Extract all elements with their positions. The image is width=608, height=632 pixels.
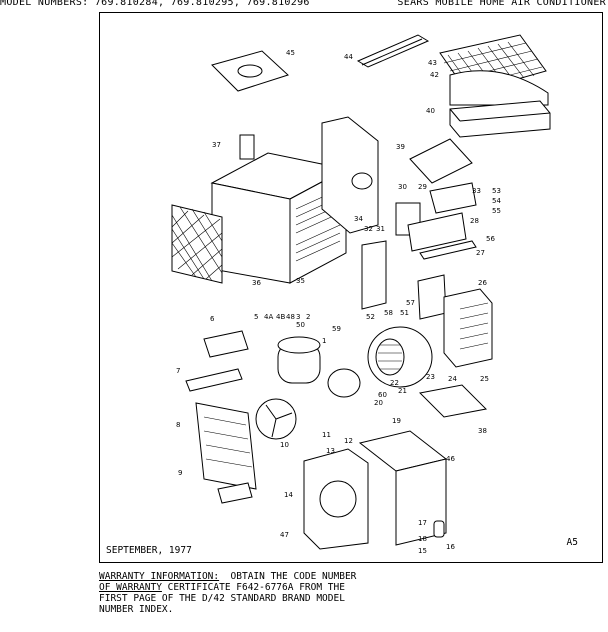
callout: 46 — [446, 455, 455, 463]
callout: 8 — [176, 421, 180, 429]
callout: 31 — [376, 225, 385, 233]
parts-diagram-frame: 45 44 43 42 40 37 35 36 39 34 33 32 31 3… — [99, 12, 603, 563]
model-numbers-header: MODEL NUMBERS: 769.810284, 769.810295, 7… — [0, 0, 310, 8]
part-42-curved-panel — [449, 70, 549, 106]
part-8-condenser-coil — [195, 402, 257, 490]
callout-labels: 45 44 43 42 40 37 35 36 39 34 33 32 31 3… — [176, 49, 501, 555]
page-identifier: A5 — [566, 537, 578, 548]
callout: 28 — [470, 217, 479, 225]
callout: 59 — [332, 325, 341, 333]
part-6-base-rail — [185, 330, 249, 392]
callout: 32 — [364, 225, 373, 233]
callout: 15 — [418, 547, 427, 555]
part-9-tray — [217, 482, 253, 504]
warranty-text: CERTIFICATE F642-6776A FROM THE — [161, 582, 345, 593]
callout: 51 — [400, 309, 409, 317]
part-33-top-cover — [409, 138, 473, 184]
callout: 37 — [212, 141, 221, 149]
callout: 4A — [264, 313, 273, 321]
callout: 52 — [366, 313, 375, 321]
part-32-side-panel — [361, 240, 387, 310]
callout: 19 — [392, 417, 401, 425]
callout: 14 — [284, 491, 293, 499]
callout: 13 — [326, 447, 335, 455]
callout: 27 — [476, 249, 485, 257]
part-38-drain-pan — [418, 384, 488, 418]
callout: 26 — [478, 279, 487, 287]
callout: 47 — [280, 531, 289, 539]
callout: 34 — [354, 215, 363, 223]
callout: 9 — [178, 469, 182, 477]
callout: 39 — [396, 143, 405, 151]
warranty-text: NUMBER INDEX. — [99, 604, 174, 615]
warranty-text: FIRST PAGE OF THE D/42 STANDARD BRAND MO… — [99, 593, 345, 604]
callout: 43 — [428, 59, 437, 67]
callout: 1 — [322, 337, 326, 345]
part-40-drain-tray — [449, 100, 551, 138]
callout: 55 — [492, 207, 501, 215]
callout: 25 — [480, 375, 489, 383]
part-44-rail — [356, 34, 430, 68]
callout: 4B — [276, 313, 285, 321]
callout: 48 — [286, 313, 295, 321]
callout: 30 — [398, 183, 407, 191]
part-34-back-panel — [321, 116, 379, 234]
callout: 38 — [478, 427, 487, 435]
callout: 60 — [378, 391, 387, 399]
part-45-cover-plate — [211, 50, 289, 92]
part-37-bracket — [239, 134, 255, 160]
part-16-capacitor — [433, 520, 445, 538]
callout: 16 — [446, 543, 455, 551]
product-title-header: SEARS MOBILE HOME AIR CONDITIONER — [397, 0, 606, 8]
callout: 7 — [176, 367, 180, 375]
part-14-base-pan — [303, 448, 369, 550]
part-36-front-grille — [171, 204, 223, 284]
callout: 10 — [280, 441, 289, 449]
callout: 58 — [384, 309, 393, 317]
warranty-heading: WARRANTY INFORMATION: — [99, 571, 220, 582]
warranty-text: OBTAIN THE CODE NUMBER — [219, 571, 357, 582]
publication-date: SEPTEMBER, 1977 — [106, 545, 192, 556]
callout: 29 — [418, 183, 427, 191]
callout: 53 — [492, 187, 501, 195]
callout: 42 — [430, 71, 439, 79]
callout: 21 — [398, 387, 407, 395]
callout: 11 — [322, 431, 331, 439]
part-24-blower-wheel — [367, 326, 433, 388]
callout: 35 — [296, 277, 305, 285]
callout: 12 — [344, 437, 353, 445]
callout: 50 — [296, 321, 305, 329]
callout: 57 — [406, 299, 415, 307]
part-29-shroud — [407, 212, 467, 252]
part-26-fan-scroll — [417, 274, 447, 320]
part-12-outer-casing — [358, 430, 448, 546]
callout: 3 — [296, 313, 300, 321]
callout: 24 — [448, 375, 457, 383]
part-1-compressor — [277, 336, 321, 384]
callout: 18 — [418, 535, 427, 543]
callout: 20 — [374, 399, 383, 407]
callout: 54 — [492, 197, 501, 205]
part-23-fan-motor — [327, 368, 361, 398]
callout: 56 — [486, 235, 495, 243]
callout: 44 — [344, 53, 353, 61]
callout: 40 — [426, 107, 435, 115]
warranty-text: OF WARRANTY — [99, 582, 162, 593]
callout: 6 — [210, 315, 215, 323]
callout: 45 — [286, 49, 295, 57]
callout: 17 — [418, 519, 427, 527]
callout: 23 — [426, 373, 435, 381]
part-25-evaporator — [443, 288, 493, 368]
callout: 33 — [472, 187, 481, 195]
warranty-information: WARRANTY INFORMATION: OBTAIN THE CODE NU… — [99, 571, 356, 615]
part-27-bar — [419, 240, 477, 260]
callout: 2 — [306, 313, 310, 321]
callout: 5 — [254, 313, 258, 321]
callout: 36 — [252, 279, 261, 287]
part-10-fan-blade — [255, 398, 297, 440]
callout: 22 — [390, 379, 399, 387]
exploded-parts-diagram: 45 44 43 42 40 37 35 36 39 34 33 32 31 3… — [171, 34, 551, 555]
